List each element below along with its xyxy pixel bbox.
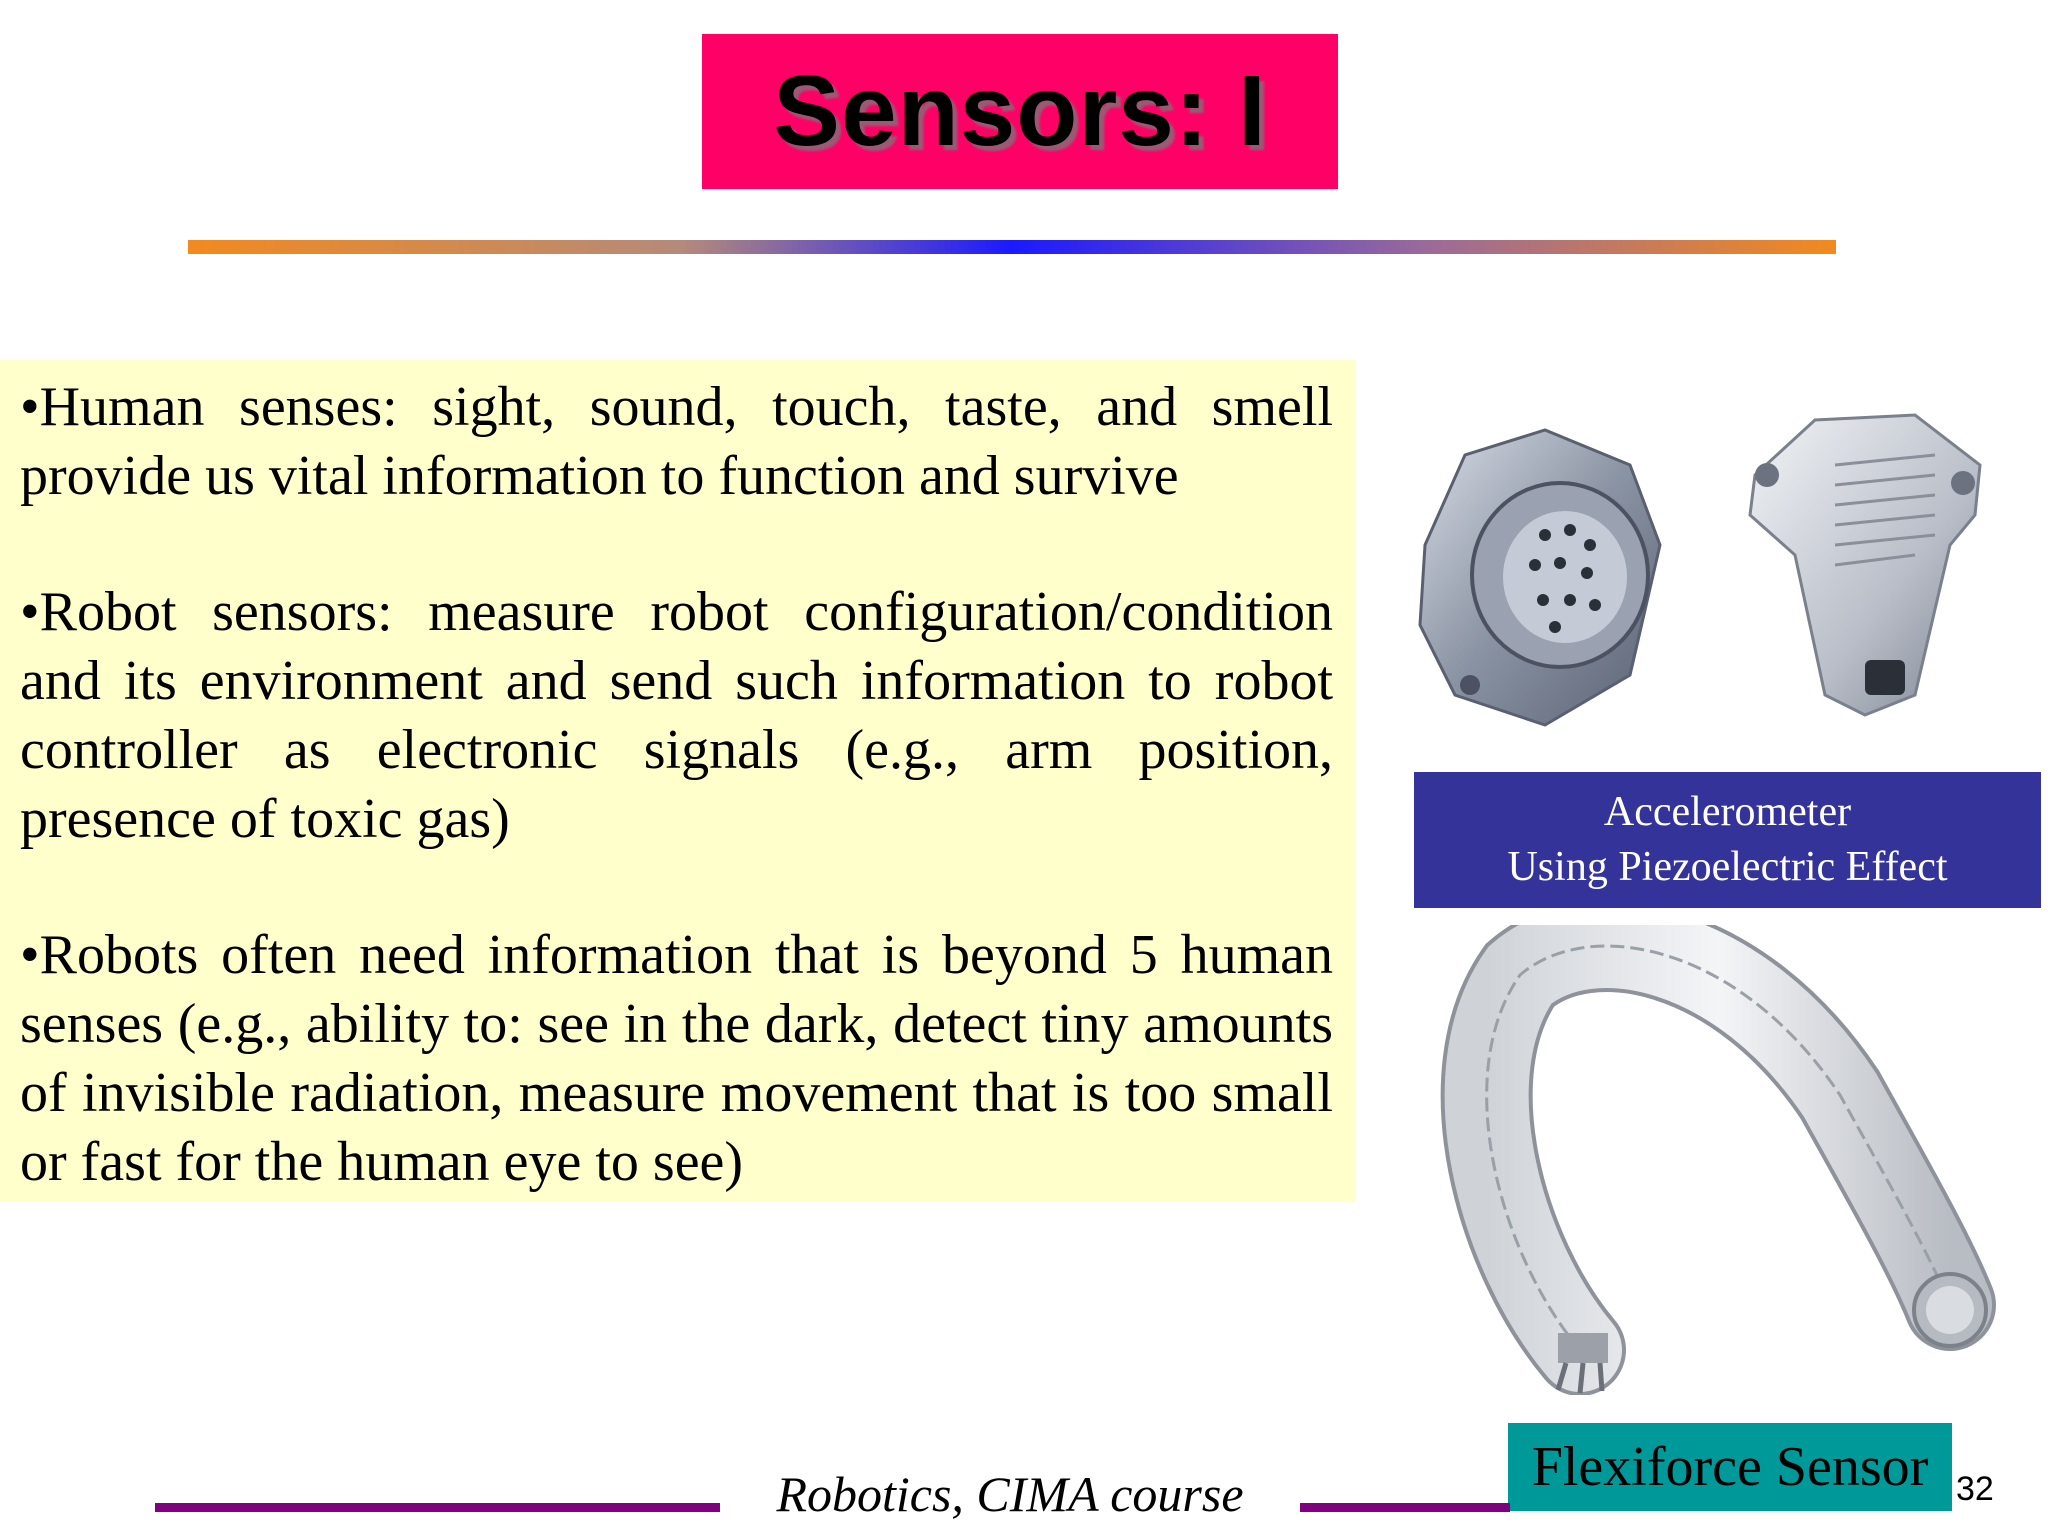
gradient-divider	[188, 240, 1836, 254]
flexiforce-photo	[1440, 925, 1996, 1395]
bullet-human-senses: •Human senses: sight, sound, touch, tast…	[20, 376, 1333, 507]
slide-title: Sensors: I	[773, 55, 1267, 167]
title-box: Sensors: I	[702, 34, 1338, 189]
accelerometer-caption-line2: Using Piezoelectric Effect	[1507, 844, 1948, 890]
footer-text: Robotics, CIMA course	[776, 1466, 1244, 1522]
flexiforce-caption: Flexiforce Sensor	[1508, 1423, 1952, 1511]
text-panel	[0, 360, 1355, 1202]
footer-line-right	[1300, 1503, 1510, 1512]
accelerometer-caption: Accelerometer Using Piezoelectric Effect	[1414, 772, 2041, 908]
bullet-robot-sensors: •Robot sensors: measure robot configurat…	[20, 581, 1333, 850]
page-number: 32	[1956, 1470, 1994, 1508]
bullet-beyond-senses: •Robots often need information that is b…	[20, 924, 1333, 1193]
footer-line-left	[155, 1503, 720, 1512]
accelerometer-caption-line1: Accelerometer	[1603, 789, 1852, 835]
accelerometer-photo	[1418, 413, 1982, 727]
